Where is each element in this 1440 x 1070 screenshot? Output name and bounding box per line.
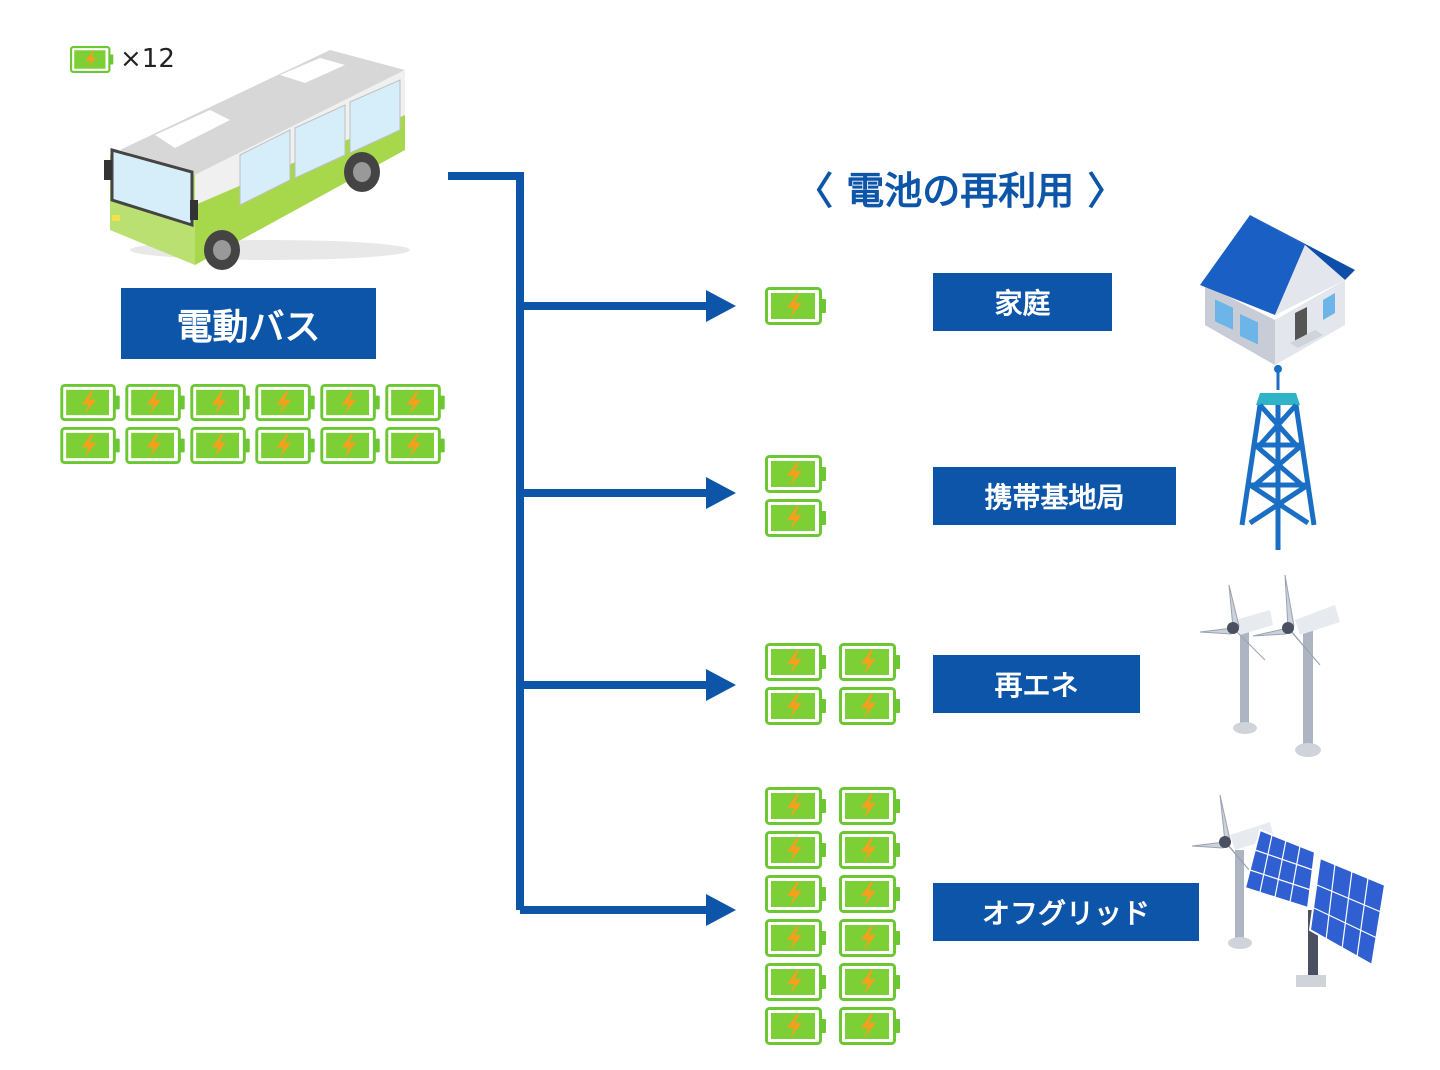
battery-icon [839,875,901,913]
arrow-head [706,477,736,509]
electric-bus-label: 電動バス [121,288,376,359]
battery-icon [765,919,827,957]
battery-icon [765,287,827,325]
arrow-head [706,669,736,701]
house-icon [1200,215,1355,365]
wind-turbine-icon [1199,574,1340,757]
arrow-head [706,894,736,926]
destination-label-offgrid: オフグリッド [933,883,1199,941]
battery-icon [839,643,901,681]
battery-grid-offgrid [765,787,901,1045]
battery-icon [765,687,827,725]
reuse-title: 〈 電池の再利用 〉 [795,169,1126,213]
battery-icon [839,787,901,825]
legend-multiplier: ×12 [120,44,175,74]
battery-icon [765,875,827,913]
battery-icon [839,831,901,869]
destination-label-renewable: 再エネ [933,655,1140,713]
battery-icon [765,643,827,681]
battery-icon [839,1007,901,1045]
legend: ×12 [70,44,175,74]
cell-tower-icon [1239,365,1317,550]
battery-icon [839,919,901,957]
destination-label-tower: 携帯基地局 [933,467,1176,525]
battery-icon [765,1007,827,1045]
battery-icon [765,963,827,1001]
trunk-line [448,172,524,910]
battery-icon [765,831,827,869]
battery-icon [765,499,827,537]
wind-solar-icon [1191,794,1387,987]
battery-icon [839,687,901,725]
battery-grid-renewable [765,643,901,725]
battery-stack-tower [765,455,827,537]
arrow-head [706,290,736,322]
battery-icon [839,963,901,1001]
destination-label-home: 家庭 [933,273,1112,331]
electric-bus-icon [104,50,410,270]
battery-icon [765,787,827,825]
battery-icon [765,455,827,493]
